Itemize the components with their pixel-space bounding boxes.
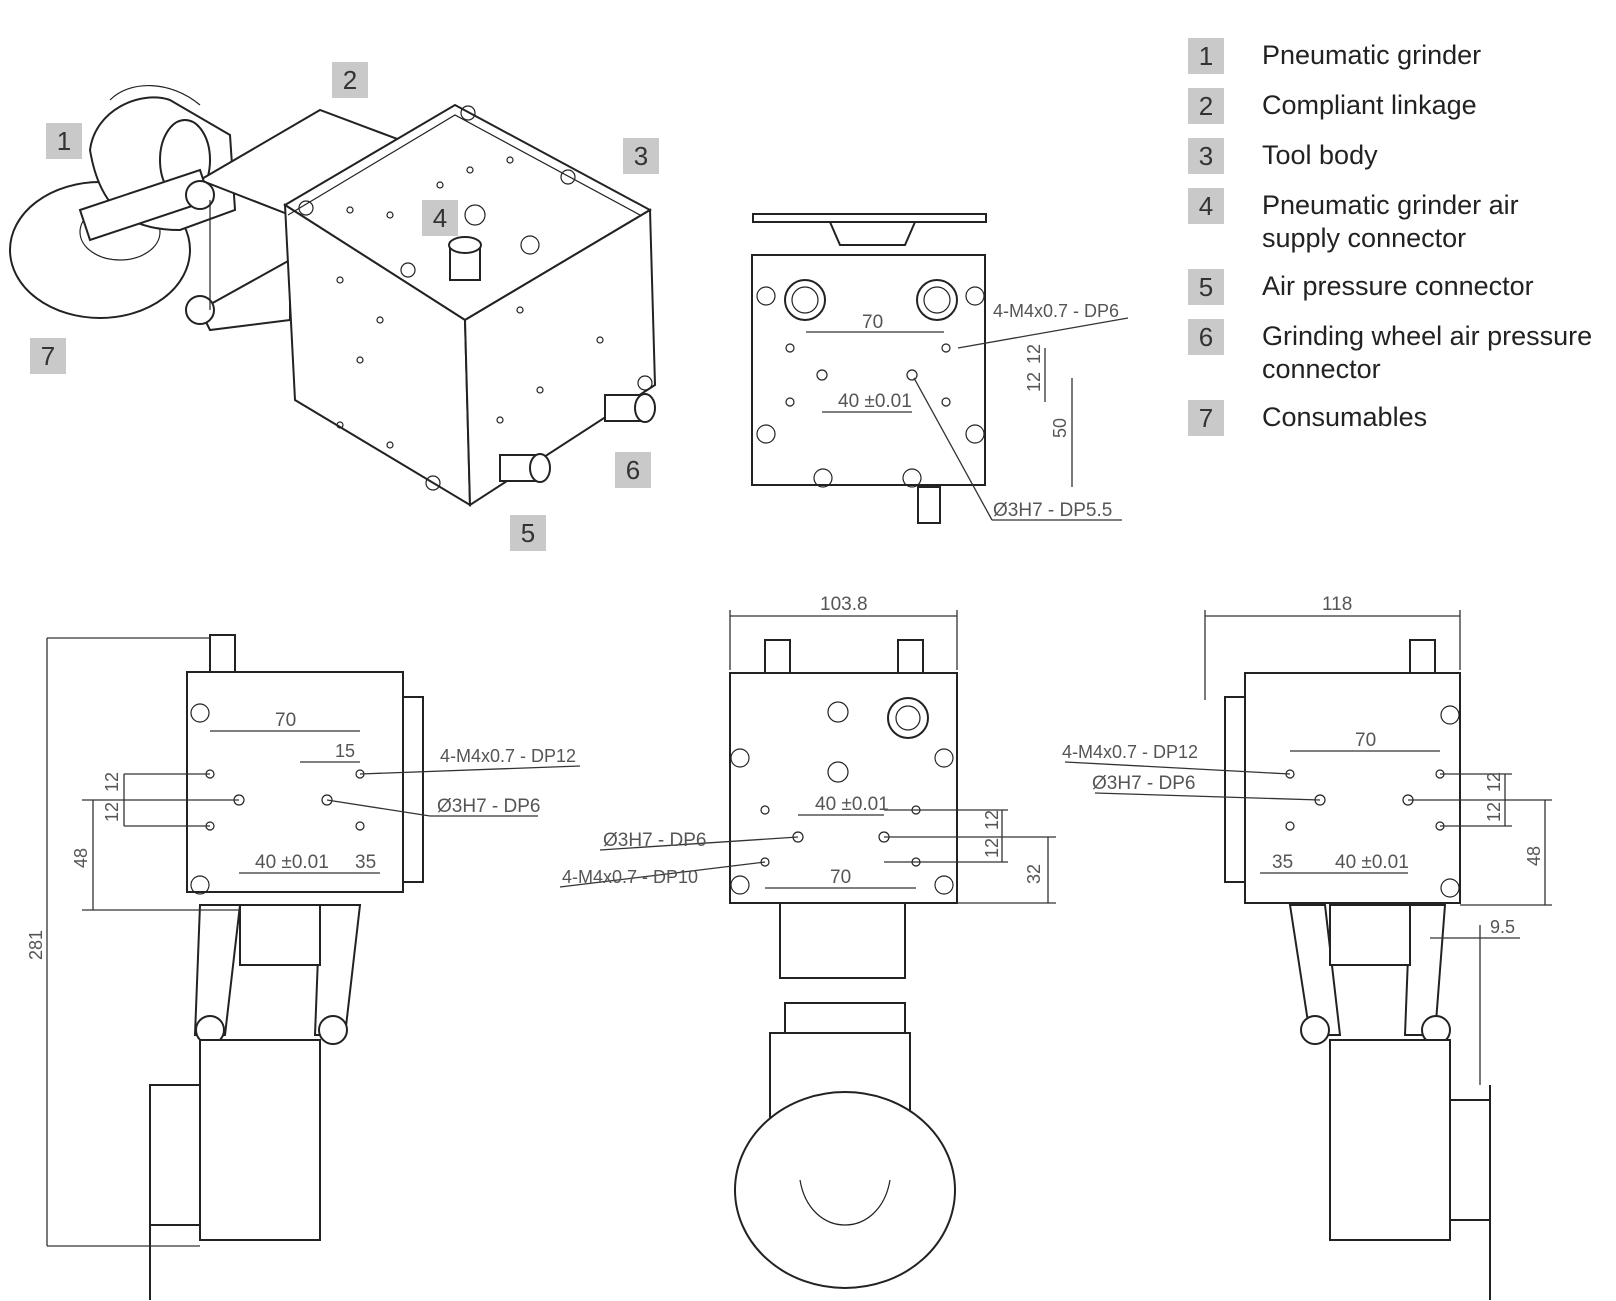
callout-6: 6 bbox=[615, 452, 651, 488]
right-label-thread: 4-M4x0.7 - DP12 bbox=[1062, 742, 1198, 762]
legend-number: 2 bbox=[1188, 88, 1224, 124]
left-label-pin: Ø3H7 - DP6 bbox=[437, 796, 540, 817]
front-dim-12b: 12 bbox=[982, 838, 1002, 858]
callout-1: 1 bbox=[46, 123, 82, 159]
top-label-pin: Ø3H7 - DP5.5 bbox=[993, 500, 1112, 521]
legend-number: 4 bbox=[1188, 188, 1224, 224]
legend-item: 6 Grinding wheel air pressure connector bbox=[1188, 319, 1616, 386]
left-dim-48: 48 bbox=[71, 848, 91, 868]
left-dim-281: 281 bbox=[26, 930, 46, 960]
callout-7: 7 bbox=[30, 338, 66, 374]
top-dim-12b: 12 bbox=[1024, 372, 1044, 392]
left-dim-35: 35 bbox=[355, 852, 376, 873]
left-dim-12a: 12 bbox=[102, 772, 122, 792]
top-dim-40: 40 ±0.01 bbox=[838, 391, 912, 412]
parts-legend: 1 Pneumatic grinder 2 Compliant linkage … bbox=[1188, 38, 1616, 450]
front-dim-70: 70 bbox=[830, 867, 851, 888]
right-label-pin: Ø3H7 - DP6 bbox=[1092, 773, 1195, 794]
legend-label: Compliant linkage bbox=[1262, 90, 1477, 120]
front-dim-32: 32 bbox=[1024, 864, 1044, 884]
left-dim-70: 70 bbox=[275, 710, 296, 731]
callout-5: 5 bbox=[510, 515, 546, 551]
front-grinding-wheel bbox=[734, 1091, 956, 1289]
legend-label: Consumables bbox=[1262, 402, 1428, 432]
front-label-pin: Ø3H7 - DP6 bbox=[603, 830, 706, 851]
legend-label: Air pressure connector bbox=[1262, 271, 1534, 301]
legend-label: Tool body bbox=[1262, 140, 1378, 170]
callout-2: 2 bbox=[332, 62, 368, 98]
right-dim-70: 70 bbox=[1355, 730, 1376, 751]
tool-body-right bbox=[463, 208, 657, 507]
legend-number: 6 bbox=[1188, 319, 1224, 355]
legend-number: 1 bbox=[1188, 38, 1224, 74]
legend-number: 5 bbox=[1188, 269, 1224, 305]
left-dim-40: 40 ±0.01 bbox=[255, 852, 329, 873]
right-dim-9-5: 9.5 bbox=[1490, 917, 1515, 937]
left-dim-15: 15 bbox=[335, 741, 355, 761]
callout-3: 3 bbox=[623, 138, 659, 174]
legend-label: Pneumatic grinder air supply connector bbox=[1262, 190, 1519, 253]
front-dim-12a: 12 bbox=[982, 810, 1002, 830]
top-dim-70: 70 bbox=[862, 312, 883, 333]
legend-item: 1 Pneumatic grinder bbox=[1188, 38, 1616, 74]
legend-item: 5 Air pressure connector bbox=[1188, 269, 1616, 305]
front-dim-width: 103.8 bbox=[820, 594, 868, 615]
left-view-body bbox=[186, 671, 404, 893]
legend-item: 4 Pneumatic grinder air supply connector bbox=[1188, 188, 1616, 255]
top-label-thread: 4-M4x0.7 - DP6 bbox=[993, 301, 1119, 321]
top-view: 70 40 ±0.01 12 12 50 4-M4x0.7 - DP6 Ø3H7… bbox=[751, 213, 1129, 524]
right-view-body bbox=[1244, 672, 1461, 904]
right-dim-12b: 12 bbox=[1484, 802, 1504, 822]
top-dim-12a: 12 bbox=[1024, 344, 1044, 364]
legend-number: 3 bbox=[1188, 138, 1224, 174]
legend-number: 7 bbox=[1188, 400, 1224, 436]
front-label-thread: 4-M4x0.7 - DP10 bbox=[562, 867, 698, 887]
legend-label: Pneumatic grinder bbox=[1262, 40, 1482, 70]
legend-label: Grinding wheel air pressure connector bbox=[1262, 321, 1593, 384]
right-side-view: 118 70 12 12 48 35 40 ±0.01 9.5 4-M4x0.7… bbox=[1062, 594, 1552, 1300]
legend-item: 2 Compliant linkage bbox=[1188, 88, 1616, 124]
front-dim-40: 40 ±0.01 bbox=[815, 794, 889, 815]
top-dim-50: 50 bbox=[1050, 418, 1070, 438]
left-side-view: 281 70 15 12 12 48 40 ±0.01 35 4-M4x0.7 … bbox=[26, 634, 581, 1300]
callout-4: 4 bbox=[422, 200, 458, 236]
right-dim-width: 118 bbox=[1322, 594, 1352, 615]
left-label-thread: 4-M4x0.7 - DP12 bbox=[440, 746, 576, 766]
legend-item: 3 Tool body bbox=[1188, 138, 1616, 174]
front-view: 103.8 40 ±0.01 12 12 32 70 Ø3H7 - DP6 4-… bbox=[559, 594, 1056, 1289]
isometric-view bbox=[9, 84, 657, 507]
left-dim-12b: 12 bbox=[102, 802, 122, 822]
legend-item: 7 Consumables bbox=[1188, 400, 1616, 436]
right-dim-12a: 12 bbox=[1484, 772, 1504, 792]
right-dim-35: 35 bbox=[1272, 852, 1293, 873]
right-dim-48: 48 bbox=[1524, 846, 1544, 866]
right-dim-40: 40 ±0.01 bbox=[1335, 852, 1409, 873]
